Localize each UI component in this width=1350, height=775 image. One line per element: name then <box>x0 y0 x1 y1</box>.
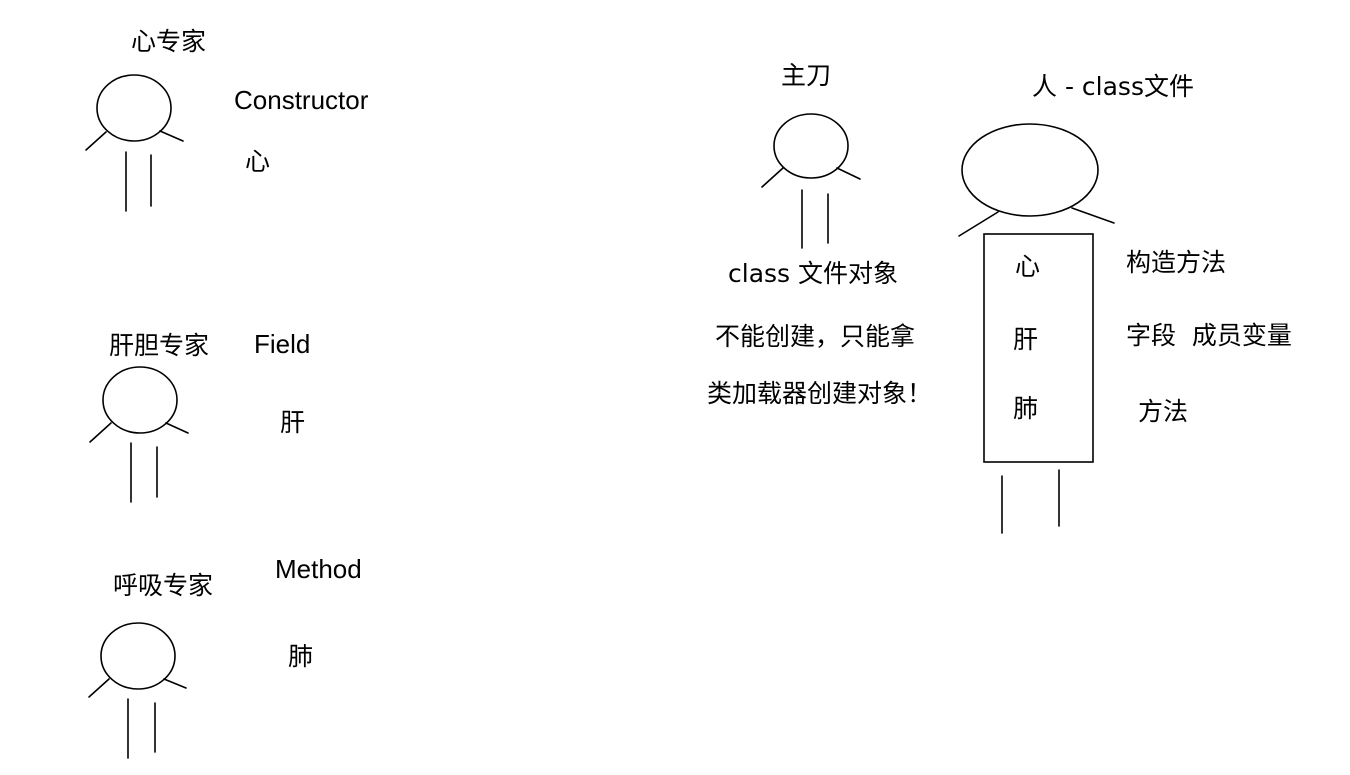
person-right-arm <box>1071 207 1115 224</box>
heart-expert-head <box>96 74 172 142</box>
surgeon-head <box>773 113 849 179</box>
person-head <box>961 123 1099 217</box>
heart-expert-left-arm <box>85 131 107 151</box>
surgeon-right-arm <box>836 167 861 180</box>
surgeon-note-line-2: 类加载器创建对象！ <box>707 379 933 408</box>
field-description: 字段 成员变量 <box>1126 321 1292 350</box>
lung-organ-label: 肺 <box>288 642 314 671</box>
liver-expert-right-arm <box>165 422 189 434</box>
person-body-box <box>983 233 1094 463</box>
person-left-arm <box>958 211 999 237</box>
breath-expert-head <box>100 622 176 690</box>
heart-expert-figure <box>85 74 184 212</box>
surgeon-note-line-1: 不能创建，只能拿 <box>715 322 916 351</box>
constructor-label: Constructor <box>234 85 369 115</box>
person-organ-lung: 肺 <box>1013 394 1039 423</box>
liver-expert-head <box>102 366 178 434</box>
method-label: Method <box>275 554 362 584</box>
surgeon-figure <box>761 113 861 249</box>
surgeon-title: 主刀 <box>781 61 832 90</box>
heart-expert-title: 心专家 <box>131 27 207 56</box>
breath-expert-left-arm <box>88 678 110 698</box>
breath-expert-figure <box>88 622 187 759</box>
field-label: Field <box>254 329 311 359</box>
person-figure <box>958 123 1115 534</box>
liver-expert-left-arm <box>89 422 112 443</box>
person-organ-heart: 心 <box>1015 252 1041 281</box>
liver-organ-label: 肝 <box>280 408 306 437</box>
liver-expert-figure <box>89 366 189 503</box>
person-organ-liver: 肝 <box>1013 325 1039 354</box>
class-file-object-caption: class 文件对象 <box>728 259 899 288</box>
breath-expert-right-arm <box>163 678 187 689</box>
constructor-description: 构造方法 <box>1126 248 1227 277</box>
heart-organ-label: 心 <box>245 147 271 176</box>
surgeon-left-arm <box>761 167 784 188</box>
method-description: 方法 <box>1138 397 1189 426</box>
breath-expert-title: 呼吸专家 <box>113 571 214 600</box>
liver-expert-title: 肝胆专家 <box>109 331 210 360</box>
heart-expert-right-arm <box>159 130 184 142</box>
person-title: 人 - class文件 <box>1032 72 1194 101</box>
